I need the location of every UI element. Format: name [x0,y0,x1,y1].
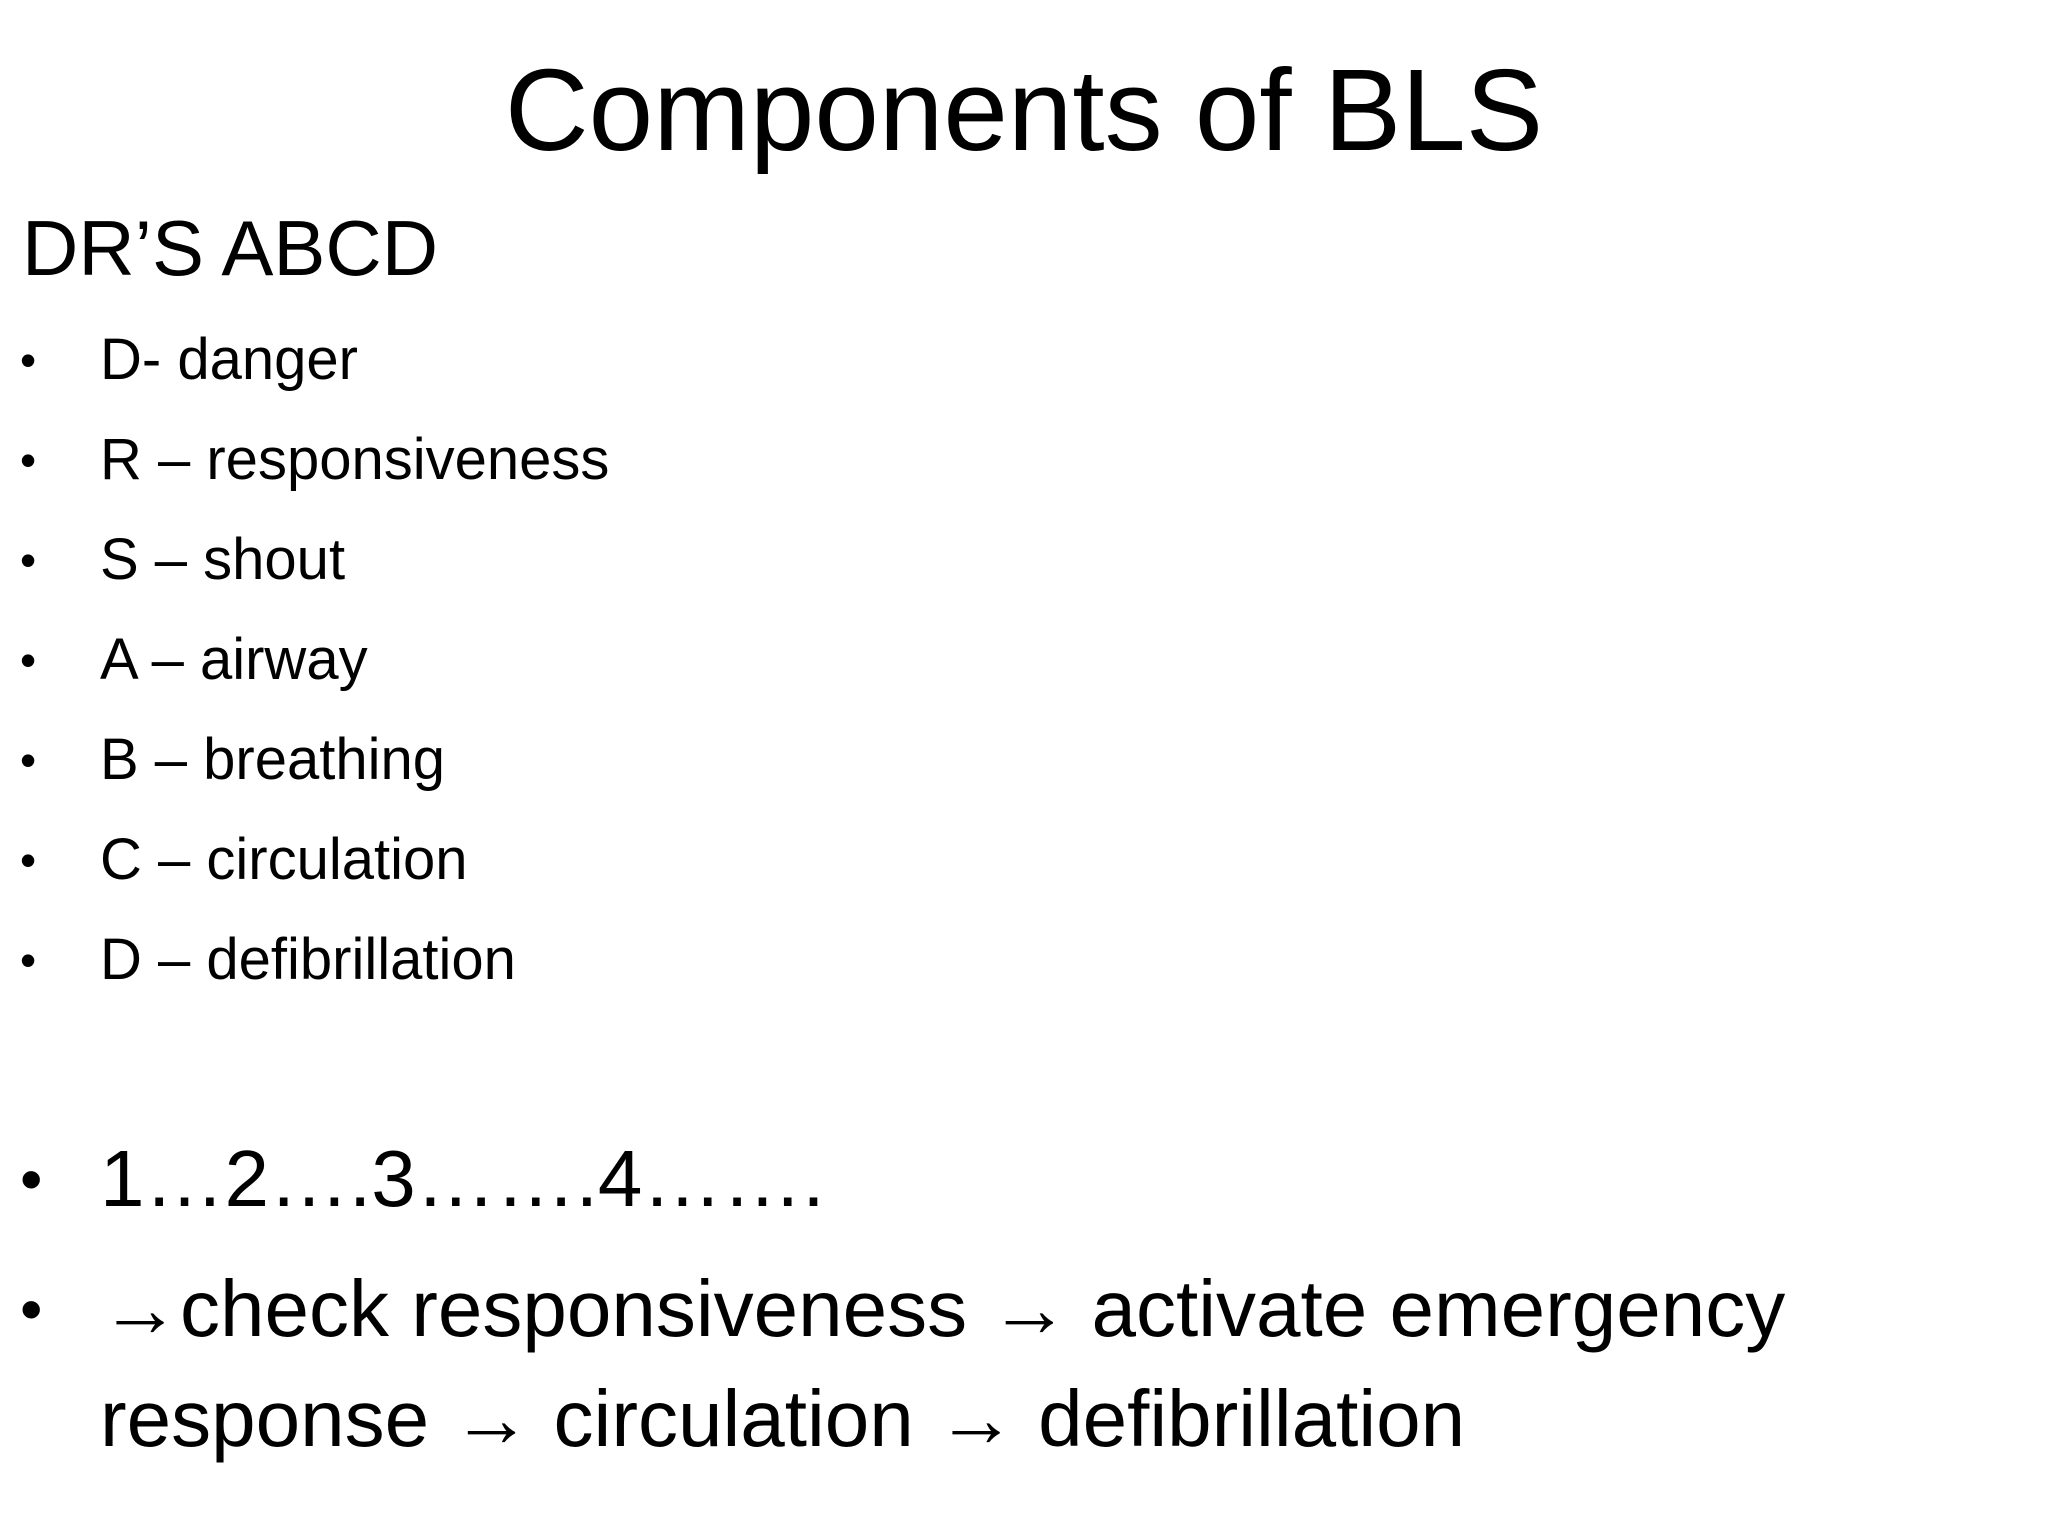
sequence-item: • →check responsiveness → activate emerg… [20,1254,2000,1484]
sequence-step: check responsiveness [180,1264,990,1353]
sequence-step: activate emergency response [100,1264,1786,1463]
arrow-right-icon: → [935,1374,1016,1463]
bullet-icon: • [20,534,37,586]
bullet-icon: • [20,334,37,386]
arrow-right-icon: → [100,1264,180,1353]
sequence-step: circulation [531,1374,936,1463]
bullet-icon: • [20,834,37,886]
bullet-icon: • [20,634,37,686]
sequence-text: →check responsiveness → activate emergen… [100,1254,2000,1474]
list-item-text: R – responsiveness [100,427,610,492]
arrow-right-icon: → [451,1374,532,1463]
list-item-text: D- danger [100,327,358,392]
list-item-text: B – breathing [100,727,446,792]
sequence-step: defibrillation [1015,1374,1466,1463]
slide-title: Components of BLS [504,45,1544,175]
summary-list: • 1…2….3…….4……. • →check responsiveness … [20,1124,2000,1484]
bullet-icon: • [20,934,37,986]
bullet-icon: • [20,1273,43,1345]
list-item-text: A – airway [100,627,368,692]
list-item-text: S – shout [100,527,346,592]
bullet-icon: • [20,434,37,486]
list-item-text: C – circulation [100,827,468,892]
bullet-icon: • [20,1143,43,1215]
count-item: • 1…2….3…….4……. [20,1124,2000,1254]
section-heading: DR’S ABCD [22,204,439,292]
list-item-text: D – defibrillation [100,927,516,992]
bullet-icon: • [20,734,37,786]
arrow-right-icon: → [989,1264,1070,1353]
count-text: 1…2….3…….4……. [100,1134,825,1223]
